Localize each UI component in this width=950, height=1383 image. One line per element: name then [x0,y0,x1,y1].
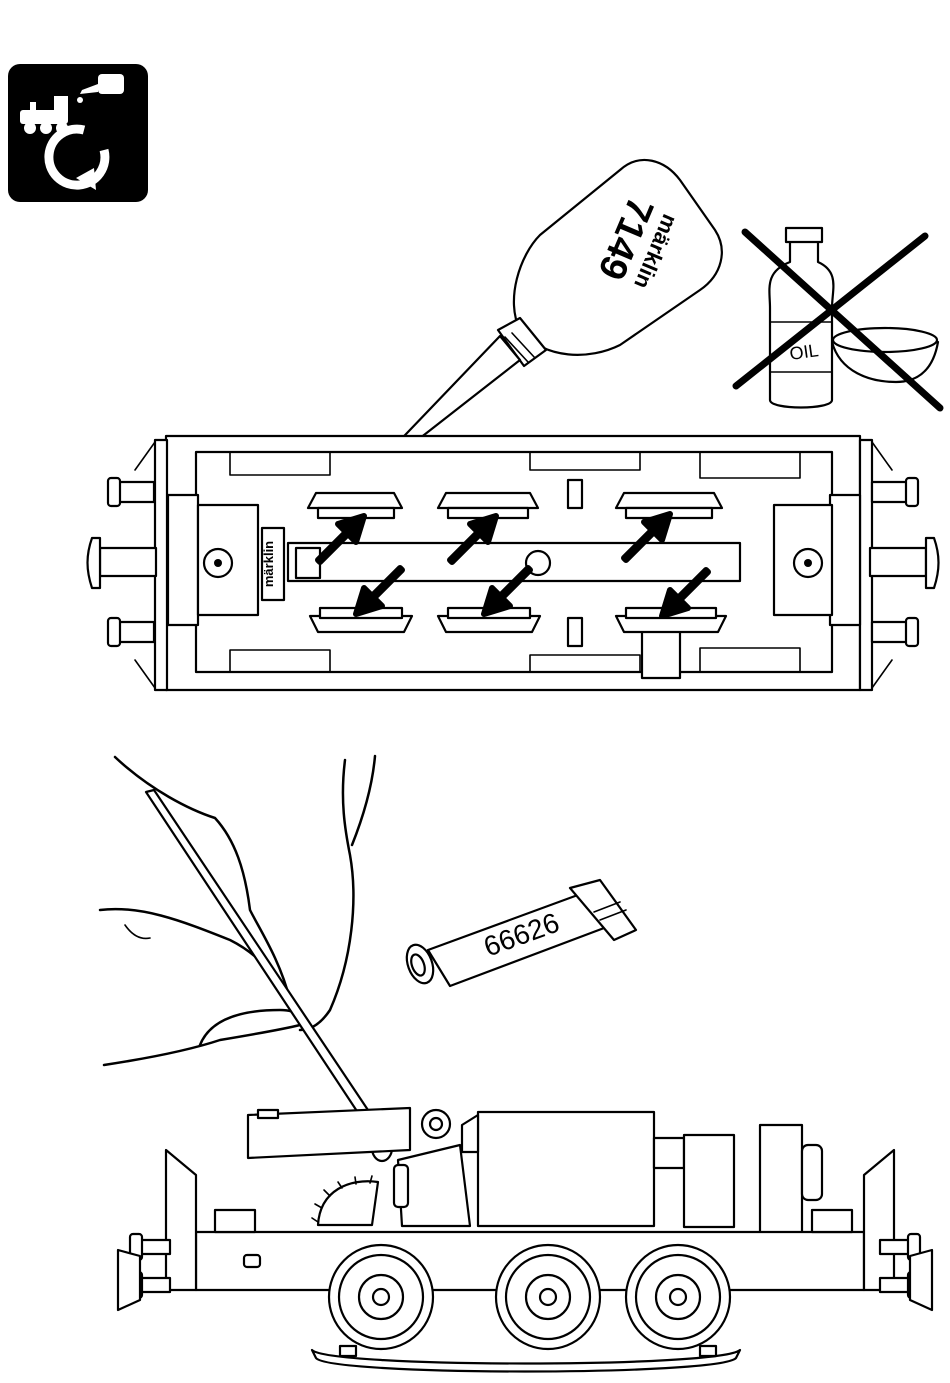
lubrication-maintenance-icon [8,64,148,202]
hand-with-applicator [100,756,392,1161]
wheel-top-1 [308,493,402,518]
loco-wheel-3 [626,1245,730,1349]
forbidden-oil-illustration: OIL [736,228,940,408]
wheel-top-2 [438,493,538,518]
loco-wheel-2 [496,1245,600,1349]
prohibited-cross-icon [736,232,940,408]
grease-tube-66626: 66626 [402,880,636,987]
locomotive-side-view [118,1108,932,1372]
chassis-logo: märklin [261,541,276,587]
chassis-underside: märklin [88,436,939,690]
loco-wheel-1 [329,1245,433,1349]
